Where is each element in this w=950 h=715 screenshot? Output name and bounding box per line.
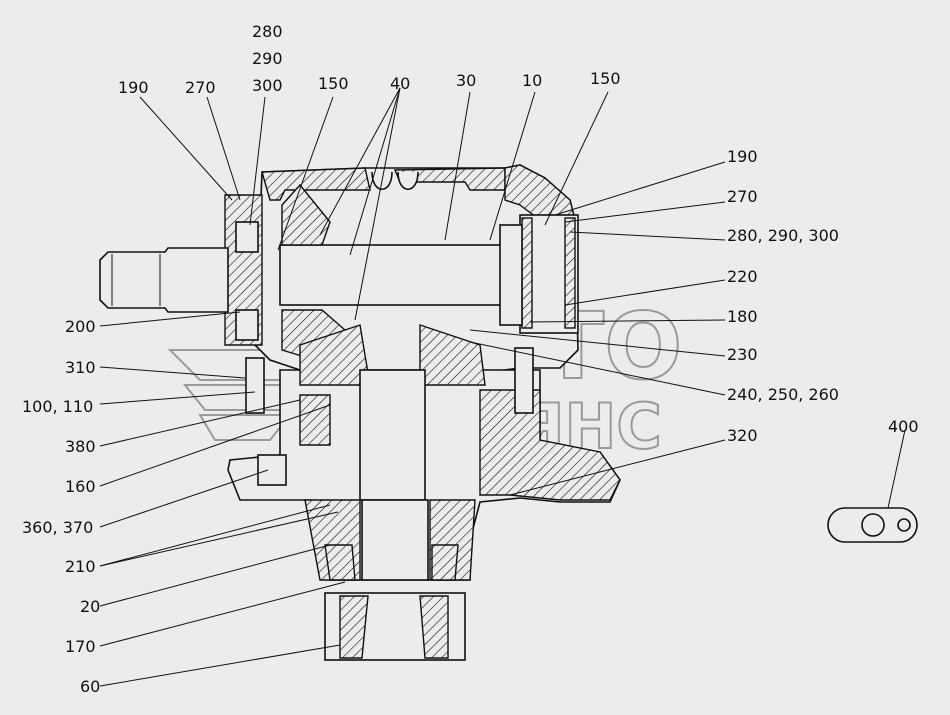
callout-labels: 190 270 280 290 300 150 40 30 10 150 190… [22, 22, 919, 696]
label-310: 310 [65, 358, 96, 377]
label-20: 20 [80, 597, 100, 616]
label-150-right: 150 [590, 69, 621, 88]
label-190-right: 190 [727, 147, 758, 166]
housing [99, 164, 579, 379]
label-200: 200 [65, 317, 96, 336]
label-270-right: 270 [727, 187, 758, 206]
label-240-250-260: 240, 250, 260 [727, 385, 839, 404]
label-360-370: 360, 370 [22, 518, 93, 537]
label-30: 30 [456, 71, 476, 90]
gear-section [227, 324, 621, 581]
label-150-top: 150 [318, 74, 349, 93]
detail-400-part [827, 507, 918, 543]
label-60: 60 [80, 677, 100, 696]
label-280-top: 280 [252, 22, 283, 41]
label-40: 40 [390, 74, 410, 93]
label-380: 380 [65, 437, 96, 456]
leader-lines [99, 87, 906, 687]
label-210: 210 [65, 557, 96, 576]
label-320: 320 [727, 426, 758, 445]
label-230: 230 [727, 345, 758, 364]
label-100-110: 100, 110 [22, 397, 93, 416]
label-400: 400 [888, 417, 919, 436]
label-280-290-300-right: 280, 290, 300 [727, 226, 839, 245]
label-10: 10 [522, 71, 542, 90]
label-160: 160 [65, 477, 96, 496]
label-170: 170 [65, 637, 96, 656]
output-coupling [324, 592, 466, 661]
label-290-top: 290 [252, 49, 283, 68]
label-180: 180 [727, 307, 758, 326]
label-270-top: 270 [185, 78, 216, 97]
label-300-top: 300 [252, 76, 283, 95]
label-190-top: 190 [118, 78, 149, 97]
label-220: 220 [727, 267, 758, 286]
